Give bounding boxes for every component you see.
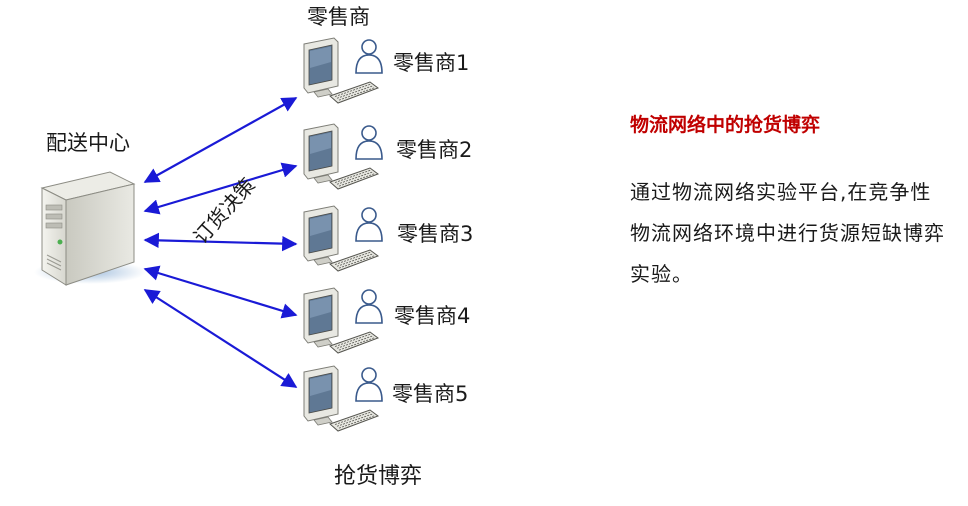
retailer-label-4: 零售商4: [394, 304, 471, 328]
retailer-label-2: 零售商2: [396, 138, 473, 162]
workstation-icon-2: [303, 123, 383, 190]
workstation-icon-1: [303, 37, 383, 104]
server-icon: [34, 171, 146, 286]
arrow-retailer-4: [143, 265, 298, 319]
distribution-center-label: 配送中心: [46, 131, 130, 155]
retailer-header-label: 零售商: [307, 5, 370, 29]
workstation-icon-3: [303, 205, 383, 272]
arrow-retailer-1: [143, 97, 298, 183]
workstation-icon-4: [303, 287, 383, 354]
diagram-caption: 抢货博弈: [334, 464, 423, 489]
panel-description: 通过物流网络实验平台,在竞争性物流网络环境中进行货源短缺博弈实验。: [630, 180, 945, 286]
arrows: [143, 97, 298, 388]
retailer-label-5: 零售商5: [392, 382, 469, 406]
workstations: [303, 37, 383, 432]
arrow-retailer-3: [143, 232, 298, 252]
workstation-icon-5: [303, 365, 383, 432]
retailer-label-1: 零售商1: [393, 51, 470, 75]
arrow-retailer-2: [143, 162, 298, 215]
retailer-label-3: 零售商3: [397, 222, 474, 246]
panel-title: 物流网络中的抢货博弈: [630, 114, 821, 136]
arrow-retailer-5: [143, 289, 298, 388]
